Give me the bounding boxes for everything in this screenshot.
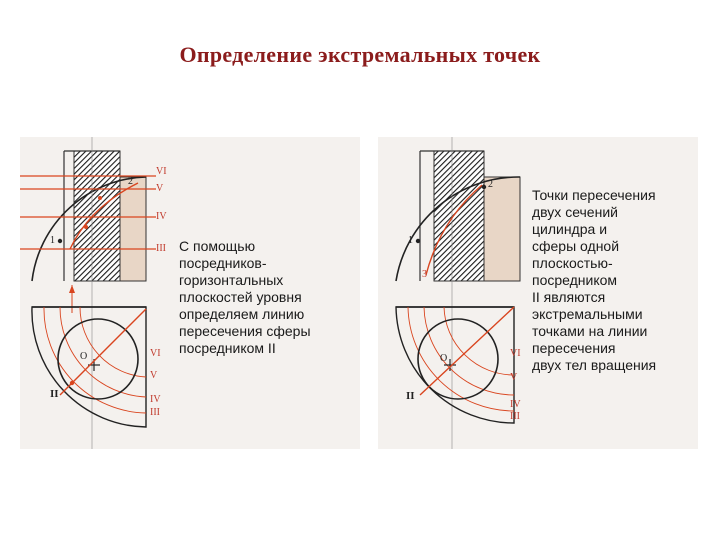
label-IV-top: IV (150, 394, 161, 405)
point-1 (415, 238, 421, 244)
left-diagram: VI V IV III 1 2 O II VI V IV III (20, 137, 167, 449)
label-center-O: O (80, 351, 87, 362)
left-diagram-panel: VI V IV III 1 2 O II VI V IV III (20, 137, 360, 449)
label-III: III (156, 243, 166, 254)
label-V-top: V (150, 370, 158, 381)
intersection-curve (69, 182, 139, 250)
point-1 (57, 238, 63, 244)
left-description: С помощью посредников- горизонтальных пл… (179, 238, 311, 356)
label-point-2: 2 (488, 179, 493, 190)
cylinder-circle (417, 318, 499, 400)
slide-title: Определение экстремальных точек (179, 42, 541, 67)
label-III: III (510, 411, 520, 422)
label-VI: VI (156, 166, 167, 177)
intersection-curve (425, 184, 483, 276)
cylinder-circle (57, 318, 139, 400)
right-description: Точки пересечения двух сечений цилиндра … (532, 187, 657, 373)
right-diagram-panel: 2 1 3 O II VI V IV III Точки пересечения… (378, 137, 698, 449)
label-point-1: 1 (50, 235, 55, 246)
label-II: II (406, 390, 415, 402)
label-point-2: 2 (128, 176, 133, 187)
label-point-1: 1 (408, 235, 413, 246)
label-V: V (156, 183, 164, 194)
sphere-arc (395, 176, 521, 282)
label-IV: IV (156, 211, 167, 222)
hatched-cylinder (73, 150, 121, 282)
label-III-top: III (150, 407, 160, 418)
sphere-quarter-top (31, 306, 147, 428)
label-VI: VI (510, 348, 521, 359)
sphere-arc (31, 176, 147, 282)
hatched-cylinder (433, 150, 485, 282)
label-point-3: 3 (422, 269, 427, 280)
label-IV: IV (510, 399, 521, 410)
right-diagram: 2 1 3 O II VI V IV III (395, 137, 521, 449)
label-center-O: O (440, 353, 447, 364)
label-V: V (510, 372, 518, 383)
label-VI-top: VI (150, 348, 161, 359)
label-II: II (50, 388, 59, 400)
shaded-strip (483, 176, 521, 282)
point-2 (481, 184, 487, 190)
sphere-quarter-top (395, 306, 515, 424)
shaded-strip (119, 176, 147, 282)
